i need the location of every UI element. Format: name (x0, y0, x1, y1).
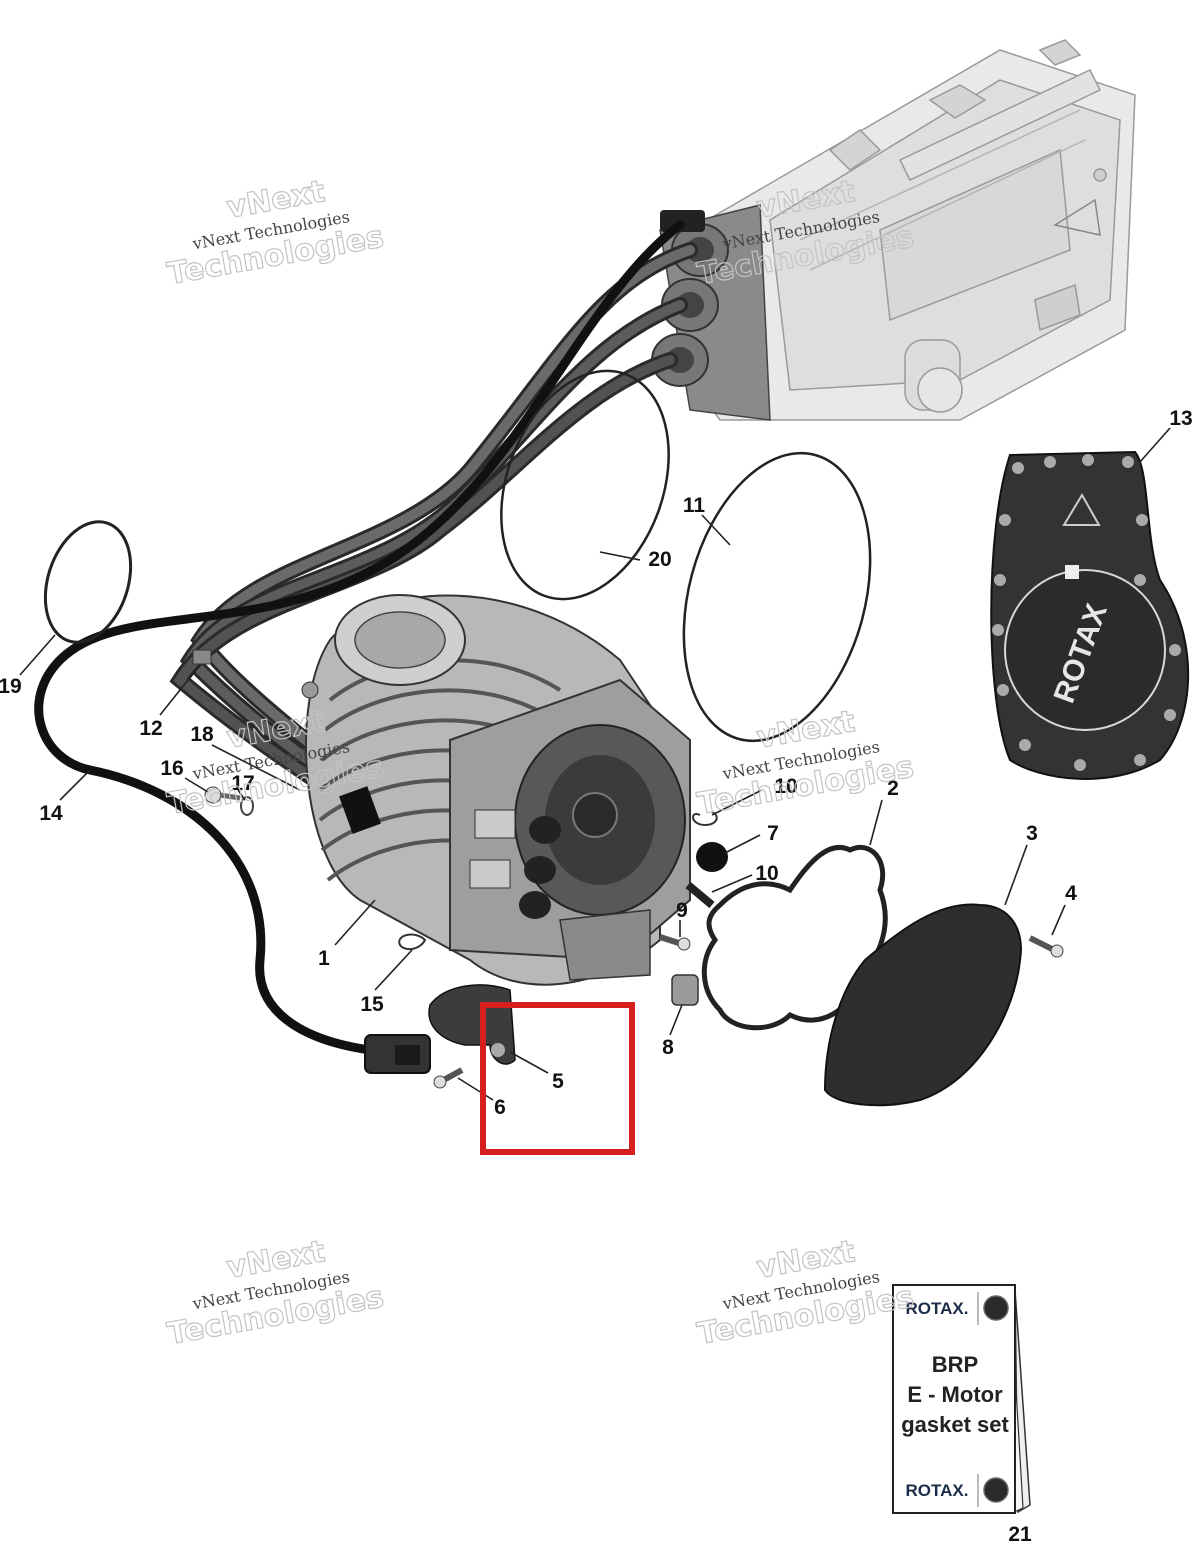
callout-11: 11 (683, 494, 706, 517)
callout-15: 15 (360, 993, 384, 1016)
e-motor (301, 594, 691, 986)
watermark-3: vNext vNext Technologies Technologies (164, 704, 387, 823)
callout-3: 3 (1026, 822, 1038, 845)
highlight-box (480, 1002, 635, 1155)
callout-18: 18 (190, 723, 214, 746)
booklet-line-2: E - Motor (907, 1382, 1003, 1407)
watermark-5: vNext vNext Technologies Technologies (164, 1234, 387, 1353)
callout-4: 4 (1065, 882, 1077, 905)
callout-6: 6 (494, 1096, 506, 1119)
booklet-line-3: gasket set (901, 1412, 1009, 1437)
o-ring-19 (43, 520, 133, 644)
callout-10-clip: 10 (774, 775, 797, 798)
controller-unit (689, 39, 1136, 421)
callout-21: 21 (1008, 1523, 1032, 1546)
callout-20: 20 (648, 548, 671, 571)
callout-17: 17 (231, 772, 254, 795)
brp-logo-bottom (983, 1477, 1009, 1503)
callout-2: 2 (887, 777, 899, 800)
callout-12: 12 (139, 717, 162, 740)
leader-lines (19, 427, 1171, 1101)
callout-16: 16 (160, 757, 183, 780)
watermark-6: vNext vNext Technologies Technologies (694, 1234, 917, 1353)
brp-logo-top (983, 1295, 1009, 1321)
callout-labels: 1 2 3 4 5 6 7 8 9 10 11 12 13 14 15 16 1… (0, 407, 1193, 1546)
callout-10: 10 (755, 862, 778, 885)
callout-7: 7 (767, 822, 779, 845)
o-ring-11 (682, 451, 872, 743)
callout-8: 8 (662, 1036, 674, 1059)
watermark-2: vNext vNext Technologies Technologies (694, 174, 917, 293)
o-ring-20 (500, 369, 670, 601)
callout-19: 19 (0, 675, 22, 698)
booklet-line-1: BRP (932, 1352, 978, 1377)
booklet-brand-bottom: ROTAX. (906, 1481, 969, 1500)
callout-1: 1 (318, 947, 330, 970)
booklet-brand-top: ROTAX. (906, 1299, 969, 1318)
callout-9: 9 (676, 899, 688, 922)
callout-13: 13 (1169, 407, 1192, 430)
motor-cover-13: ROTAX (990, 450, 1190, 780)
callout-5: 5 (552, 1070, 564, 1093)
gasket-set-booklet: ROTAX. BRP E - Motor gasket set ROTAX. (892, 1284, 1031, 1514)
callout-14: 14 (39, 802, 63, 825)
harness-cable (34, 220, 685, 1074)
watermark-1: vNext vNext Technologies Technologies (164, 174, 387, 293)
plate-3 (823, 903, 1022, 1107)
